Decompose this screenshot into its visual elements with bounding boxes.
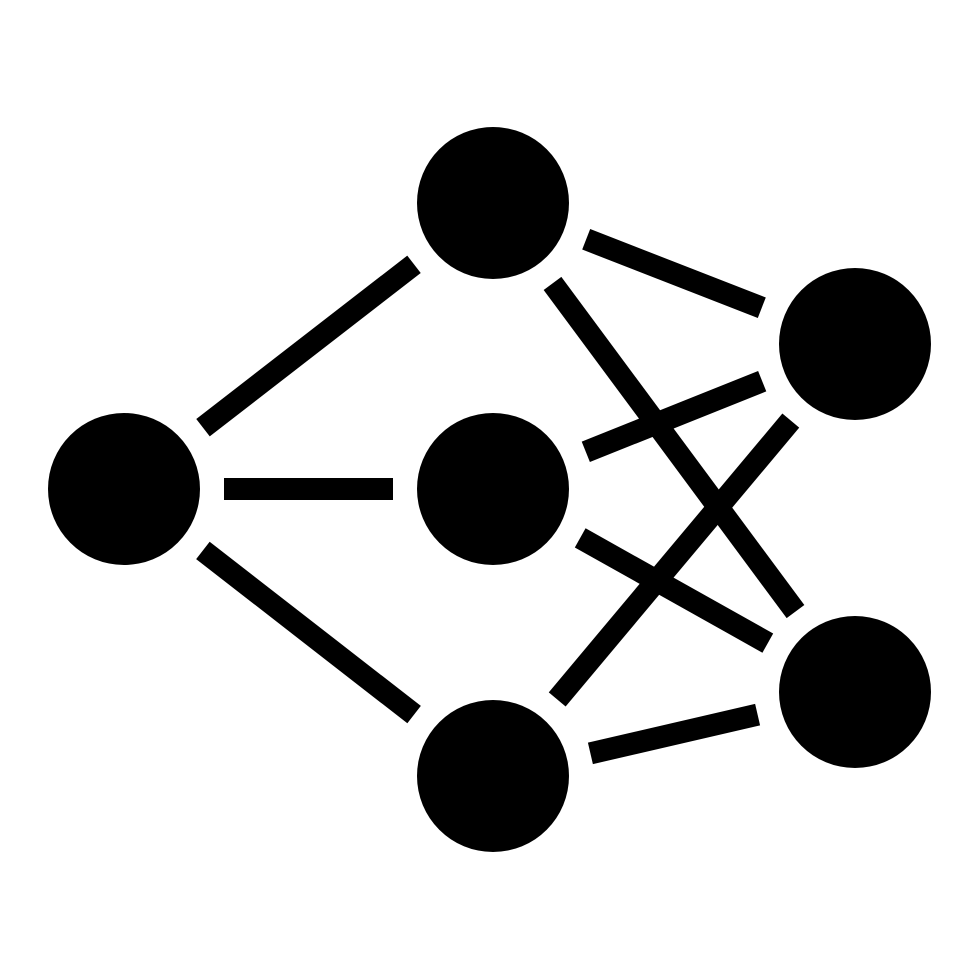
- edge-hidden-middle-to-output-bottom: [574, 528, 774, 653]
- edge-hidden-middle-to-output-top: [581, 370, 767, 463]
- edge-input-to-hidden-top: [196, 255, 421, 437]
- nodes-layer: [48, 127, 931, 852]
- node-hidden-middle: [417, 413, 569, 565]
- edge-hidden-bottom-to-output-top: [548, 413, 800, 707]
- edge-hidden-top-to-output-top: [582, 229, 766, 318]
- node-hidden-top: [417, 127, 569, 279]
- node-input: [48, 413, 200, 565]
- node-output-top: [779, 268, 931, 420]
- edge-hidden-bottom-to-output-bottom: [587, 703, 761, 765]
- node-output-bottom: [779, 616, 931, 768]
- edges-layer: [196, 229, 805, 765]
- edge-hidden-top-to-output-bottom: [543, 276, 805, 619]
- edge-input-to-hidden-bottom: [196, 541, 421, 724]
- node-hidden-bottom: [417, 700, 569, 852]
